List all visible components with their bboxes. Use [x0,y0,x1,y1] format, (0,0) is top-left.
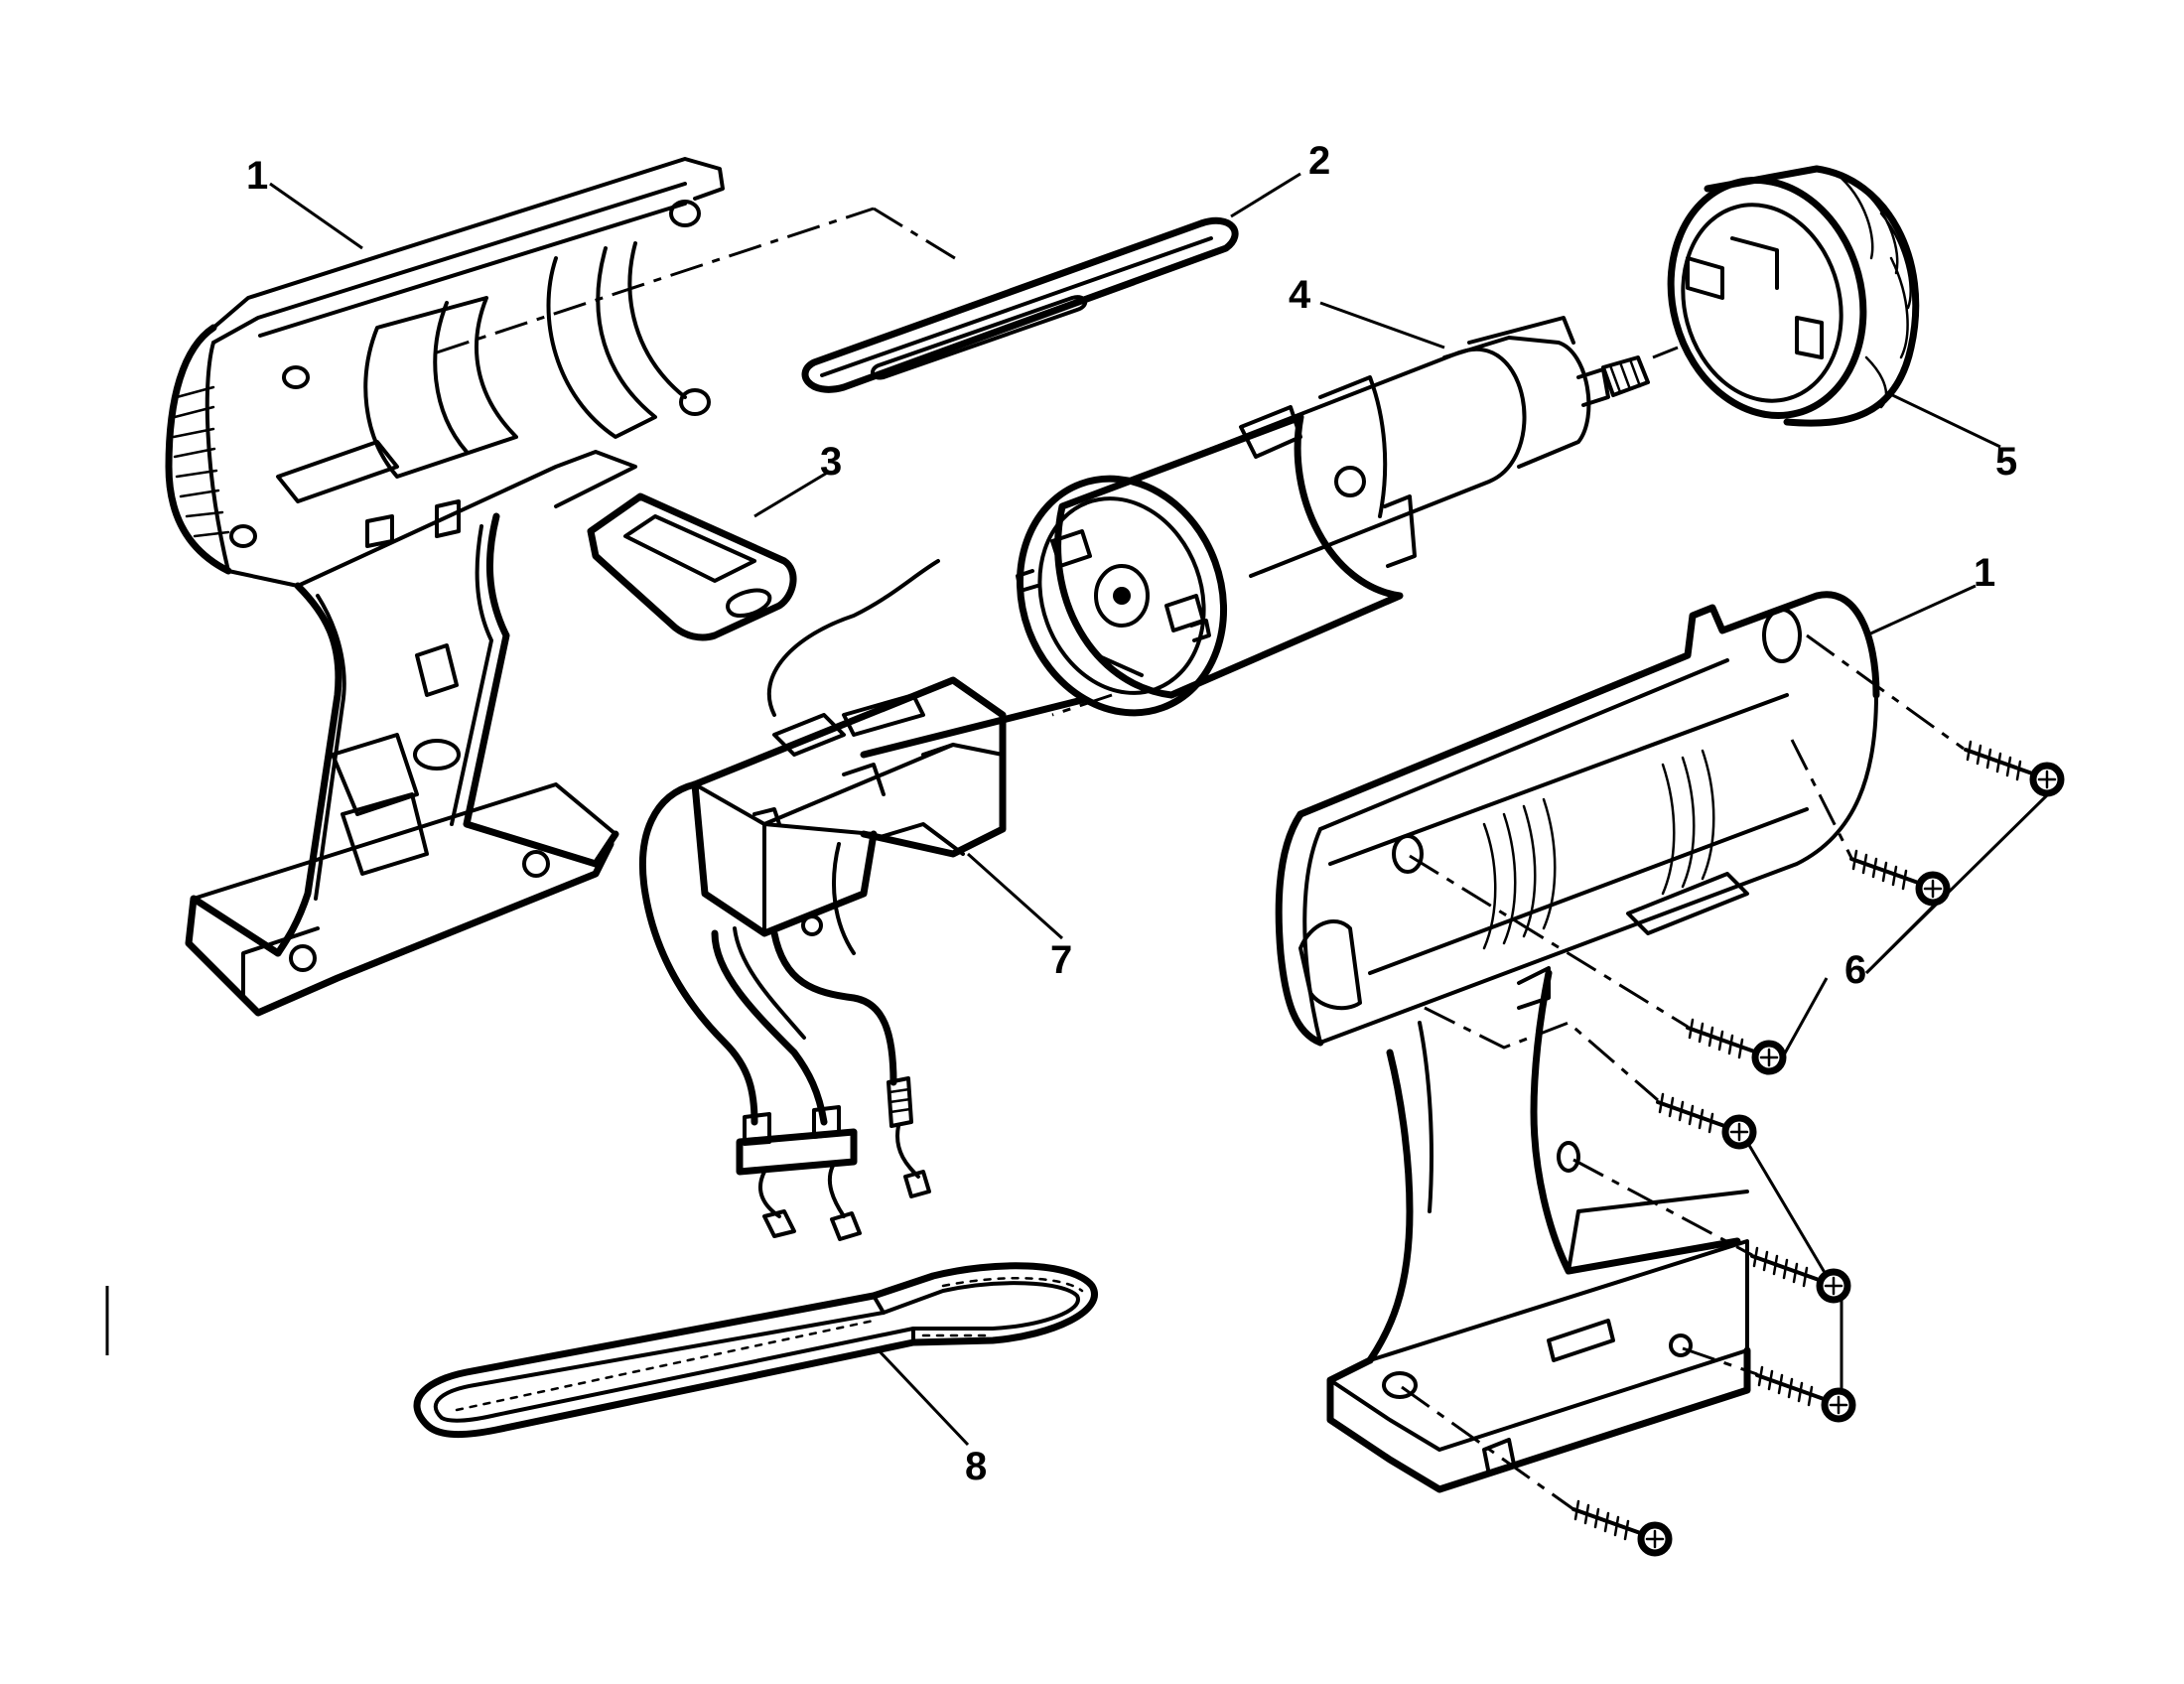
screw-7 [1571,1499,1673,1557]
part-labels: 1 2 3 4 5 6 7 8 1 [246,139,2017,1488]
housing-half-right [1275,591,1880,1493]
trigger-switch [638,559,1086,1241]
label-nameplate: 2 [1308,139,1330,183]
nameplate [801,216,1239,393]
wrist-strap [413,1262,1098,1438]
label-screws: 6 [1844,948,1866,992]
screw-3 [1686,1018,1787,1075]
screws [1571,740,2065,1557]
screw-4 [1656,1092,1757,1150]
screw-2 [1849,849,1951,907]
motor-assembly [1016,316,1650,717]
screw-6 [1755,1365,1856,1423]
screw-1 [1964,740,2065,797]
screw-5 [1750,1246,1851,1304]
label-strap: 8 [965,1445,987,1488]
switch-cover [587,492,797,641]
label-chuck-cap: 5 [1995,440,2017,484]
label-motor: 4 [1289,273,1311,317]
leader-lines [269,172,2052,1511]
label-switch-cover: 3 [820,440,842,484]
label-housing-right: 1 [1974,551,1995,595]
label-switch: 7 [1050,938,1072,982]
label-housing-left: 1 [246,154,268,198]
housing-half-left [165,157,725,1017]
chuck-cap [1667,165,1920,427]
